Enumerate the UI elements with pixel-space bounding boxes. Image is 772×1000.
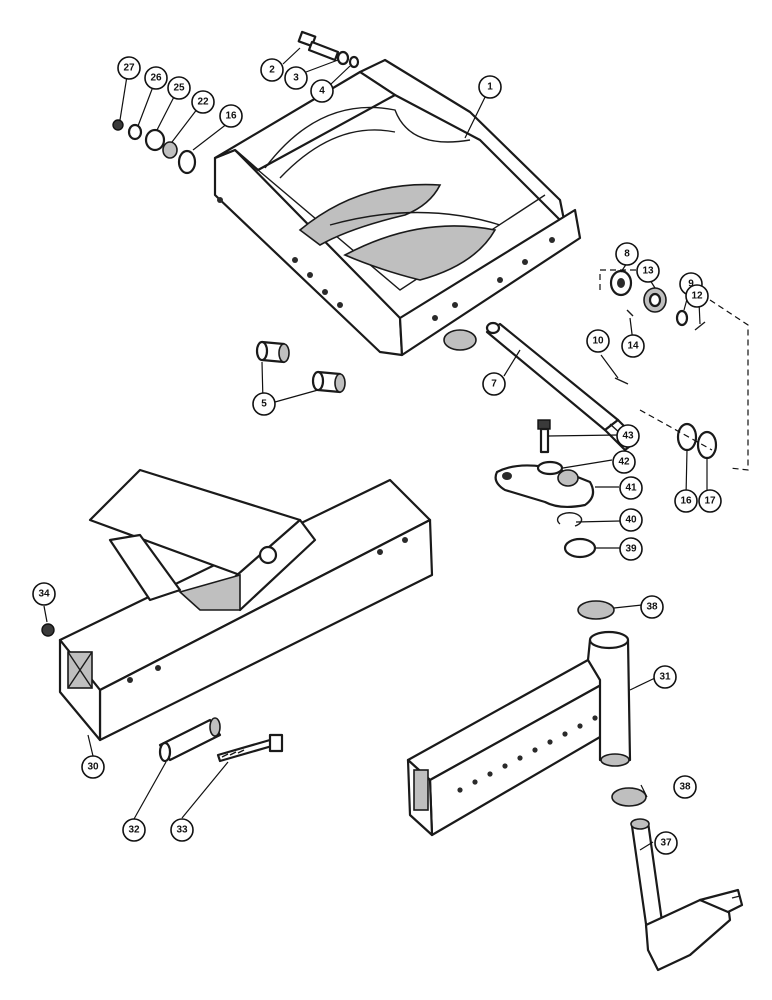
svg-text:17: 17 bbox=[704, 496, 716, 507]
washer-42 bbox=[536, 460, 564, 476]
svg-text:13: 13 bbox=[642, 266, 654, 277]
callout-2: 2 bbox=[260, 58, 284, 82]
bushing-38-bottom bbox=[611, 787, 647, 807]
svg-text:32: 32 bbox=[128, 825, 140, 836]
svg-text:27: 27 bbox=[123, 63, 135, 74]
svg-text:7: 7 bbox=[491, 379, 497, 390]
bolt-43 bbox=[537, 419, 551, 454]
washer-4 bbox=[348, 55, 360, 69]
callout-4: 4 bbox=[310, 79, 334, 103]
spacer-32 bbox=[158, 717, 222, 763]
callout-25: 25 bbox=[167, 76, 191, 100]
svg-text:33: 33 bbox=[176, 825, 188, 836]
svg-text:10: 10 bbox=[592, 336, 604, 347]
callout-38-bottom: 38 bbox=[673, 775, 697, 799]
callout-38-top: 38 bbox=[640, 595, 664, 619]
washer-16-right bbox=[676, 422, 698, 452]
svg-text:41: 41 bbox=[625, 483, 637, 494]
axle-support-housing bbox=[213, 58, 582, 357]
callout-13: 13 bbox=[636, 259, 660, 283]
callout-22: 22 bbox=[191, 90, 215, 114]
nut-34 bbox=[41, 623, 55, 637]
svg-text:3: 3 bbox=[293, 73, 299, 84]
callout-43: 43 bbox=[616, 424, 640, 448]
svg-text:5: 5 bbox=[261, 399, 267, 410]
callout-33: 33 bbox=[170, 818, 194, 842]
washer-17 bbox=[696, 430, 718, 460]
snap-ring-40 bbox=[556, 512, 583, 527]
svg-text:39: 39 bbox=[625, 544, 637, 555]
left-hardware-stack bbox=[112, 119, 197, 175]
callout-31: 31 bbox=[653, 665, 677, 689]
washer-39 bbox=[563, 537, 597, 559]
callout-41: 41 bbox=[619, 476, 643, 500]
svg-text:30: 30 bbox=[87, 762, 99, 773]
callout-32: 32 bbox=[122, 818, 146, 842]
bushing-38-top bbox=[577, 600, 615, 620]
svg-text:4: 4 bbox=[319, 86, 325, 97]
axle-extension-31 bbox=[406, 630, 632, 837]
callout-17: 17 bbox=[698, 489, 722, 513]
svg-text:22: 22 bbox=[197, 97, 209, 108]
svg-text:1: 1 bbox=[487, 82, 493, 93]
svg-text:40: 40 bbox=[625, 515, 637, 526]
callout-5: 5 bbox=[252, 392, 276, 416]
washer-3 bbox=[336, 50, 350, 66]
callout-30: 30 bbox=[81, 755, 105, 779]
callout-10: 10 bbox=[586, 329, 610, 353]
callout-8: 8 bbox=[615, 242, 639, 266]
nut-13 bbox=[643, 287, 667, 313]
spindle-37 bbox=[630, 818, 744, 972]
callout-16-right: 16 bbox=[674, 489, 698, 513]
steering-arm-41 bbox=[494, 464, 595, 509]
svg-text:42: 42 bbox=[618, 457, 630, 468]
svg-text:8: 8 bbox=[624, 249, 630, 260]
callout-3: 3 bbox=[284, 66, 308, 90]
callout-42: 42 bbox=[612, 450, 636, 474]
bolt-33 bbox=[216, 733, 284, 763]
callout-27: 27 bbox=[117, 56, 141, 80]
callout-34: 34 bbox=[32, 582, 56, 606]
svg-text:26: 26 bbox=[150, 73, 162, 84]
callout-14: 14 bbox=[621, 334, 645, 358]
callout-37: 37 bbox=[654, 831, 678, 855]
callout-16-left: 16 bbox=[219, 104, 243, 128]
callout-40: 40 bbox=[619, 508, 643, 532]
cotter-pin-12 bbox=[694, 321, 706, 331]
bushing-5b bbox=[311, 370, 346, 394]
callout-39: 39 bbox=[619, 537, 643, 561]
pin-14 bbox=[626, 309, 634, 317]
dashed-bracket bbox=[599, 269, 749, 471]
callout-26: 26 bbox=[144, 66, 168, 90]
callout-1: 1 bbox=[478, 75, 502, 99]
svg-text:16: 16 bbox=[680, 496, 692, 507]
svg-text:37: 37 bbox=[660, 838, 672, 849]
axle-beam-30 bbox=[58, 468, 434, 742]
washer-9 bbox=[675, 309, 689, 327]
svg-text:9: 9 bbox=[688, 279, 694, 290]
callout-12: 12 bbox=[685, 284, 709, 308]
svg-text:38: 38 bbox=[679, 782, 691, 793]
svg-text:16: 16 bbox=[225, 111, 237, 122]
pivot-pin-7 bbox=[485, 321, 640, 452]
svg-text:43: 43 bbox=[622, 431, 634, 442]
svg-text:31: 31 bbox=[659, 672, 671, 683]
svg-text:14: 14 bbox=[627, 341, 639, 352]
svg-text:2: 2 bbox=[269, 65, 275, 76]
svg-text:12: 12 bbox=[691, 291, 703, 302]
pin-10 bbox=[614, 377, 629, 385]
bushing-5a bbox=[255, 340, 290, 364]
svg-text:38: 38 bbox=[646, 602, 658, 613]
bolt-2 bbox=[297, 30, 340, 62]
callout-7: 7 bbox=[482, 372, 506, 396]
svg-text:25: 25 bbox=[173, 83, 185, 94]
svg-text:34: 34 bbox=[38, 589, 50, 600]
